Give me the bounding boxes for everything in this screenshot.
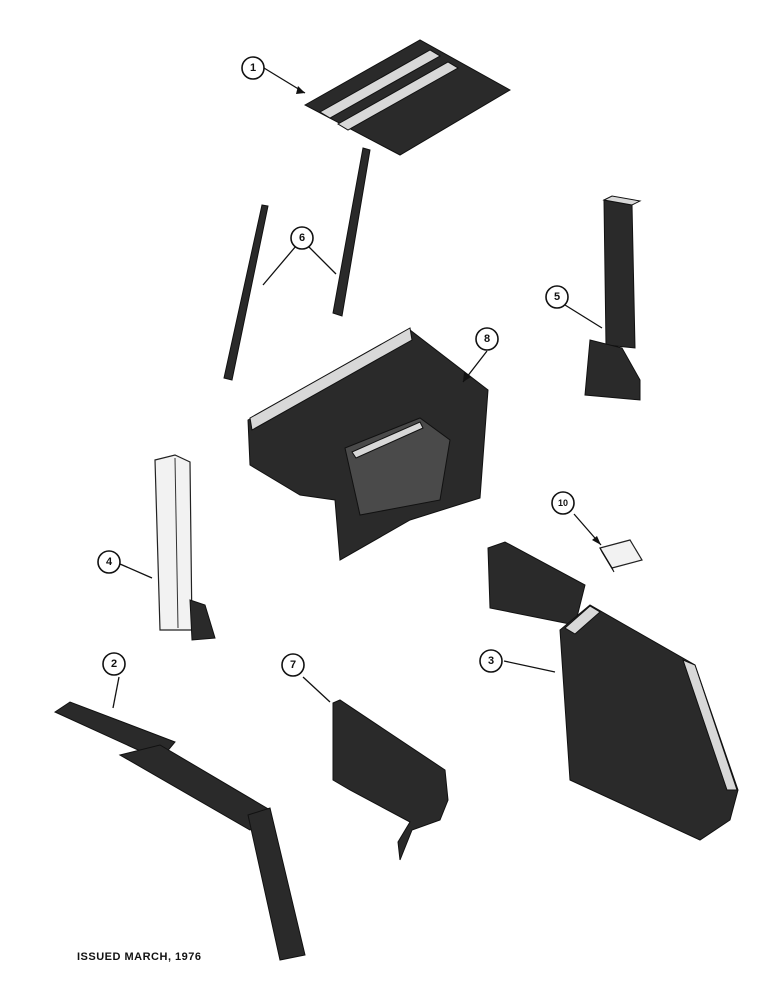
svg-text:2: 2 [111, 658, 117, 670]
svg-text:10: 10 [558, 498, 568, 508]
callout-2: 2 [102, 652, 126, 676]
issued-date-note: ISSUED MARCH, 1976 [77, 951, 202, 963]
part-1-floor-plate [303, 39, 512, 156]
part-4-upright [154, 454, 216, 641]
callout-5: 5 [545, 285, 569, 309]
svg-text:6: 6 [299, 232, 305, 244]
part-3-side-panel [487, 541, 739, 841]
svg-text:4: 4 [106, 556, 113, 568]
callout-8: 8 [475, 327, 499, 351]
svg-text:3: 3 [488, 655, 494, 667]
callout-6: 6 [290, 226, 314, 250]
svg-text:7: 7 [290, 659, 296, 671]
part-6-trim-strips [223, 147, 371, 381]
callout-7: 7 [281, 653, 305, 677]
part-10-clip [599, 539, 643, 573]
callout-4: 4 [97, 550, 121, 574]
part-5-post [584, 195, 642, 401]
callout-10: 10 [551, 491, 575, 515]
part-7-bracket [332, 699, 449, 861]
callout-1: 1 [241, 56, 265, 80]
svg-text:5: 5 [554, 291, 560, 303]
leader-lines [112, 67, 603, 709]
part-8-console [247, 327, 489, 561]
callout-3: 3 [479, 649, 503, 673]
part-2-lower-rail [53, 701, 306, 961]
svg-text:8: 8 [484, 333, 490, 345]
svg-text:1: 1 [250, 62, 256, 74]
